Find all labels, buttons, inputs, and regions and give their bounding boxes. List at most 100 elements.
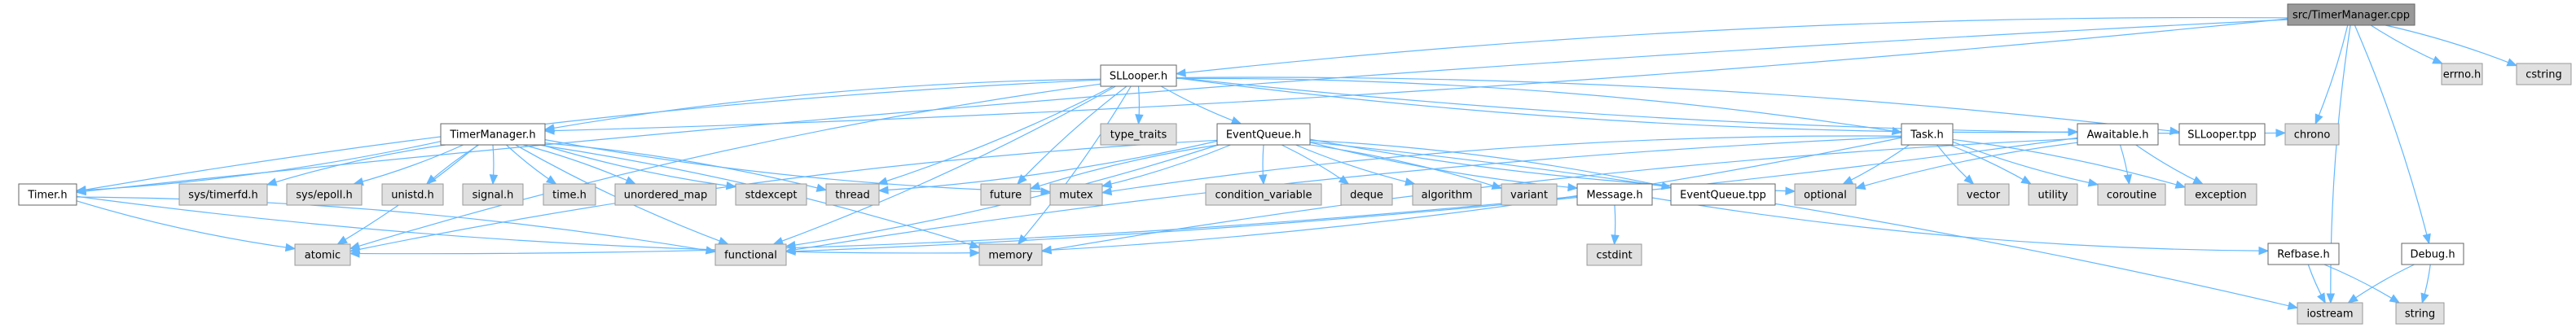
- node-label: deque: [1350, 190, 1383, 202]
- node-timermanager-h[interactable]: TimerManager.h: [440, 123, 546, 146]
- edge-line: [1101, 135, 1902, 194]
- edge-line: [785, 136, 1902, 252]
- node-box: [2441, 63, 2483, 85]
- arrowhead-icon: [1029, 181, 1041, 190]
- edge-line: [2348, 264, 2415, 304]
- node-label: Awaitable.h: [2087, 129, 2149, 142]
- arrowhead-icon: [1963, 174, 1975, 185]
- arrowhead-icon: [725, 181, 737, 190]
- node-eventqueue-h[interactable]: EventQueue.h: [1216, 123, 1311, 146]
- edge-line: [2370, 24, 2443, 64]
- edge-task_h-to-mutex: [1101, 135, 1902, 196]
- arrowhead-icon: [266, 177, 278, 186]
- node-label: errno.h: [2443, 69, 2481, 81]
- edge-line: [544, 18, 2288, 132]
- node-box: [980, 183, 1031, 206]
- edge-line: [878, 140, 1218, 191]
- edge-sllooper_h-to-future: [1017, 85, 1128, 185]
- node-task-h[interactable]: Task.h: [1901, 123, 1954, 146]
- node-sllooper-tpp[interactable]: SLLooper.tpp: [2178, 123, 2266, 146]
- arrowhead-icon: [2123, 173, 2133, 186]
- edge-line: [2135, 144, 2204, 185]
- node-label: cstring: [2525, 69, 2561, 81]
- edge-root-to-chrono: [2314, 24, 2349, 125]
- node-box: [2297, 302, 2363, 325]
- node-debug-h[interactable]: Debug.h: [2401, 243, 2464, 265]
- arrowhead-icon: [2422, 233, 2431, 245]
- node-string: string: [2395, 302, 2445, 325]
- edge-task_h-to-vector: [1936, 144, 1975, 185]
- node-signal-h: signal.h: [462, 183, 524, 206]
- node-root[interactable]: src/TimerManager.cpp: [2287, 3, 2416, 26]
- node-label: signal.h: [473, 190, 514, 202]
- edge-line: [1018, 85, 1132, 245]
- edge-debug_h-to-string: [2420, 264, 2431, 304]
- node-type-traits: type_traits: [1100, 123, 1177, 146]
- node-label: future: [990, 190, 1022, 202]
- arrowhead-icon: [2275, 129, 2287, 138]
- node-optional: optional: [1794, 183, 1857, 206]
- arrowhead-icon: [1101, 186, 1113, 196]
- arrowhead-icon: [2087, 178, 2099, 187]
- node-atomic: atomic: [294, 243, 351, 266]
- edge-line: [1952, 141, 2099, 186]
- arrowhead-icon: [2506, 58, 2518, 67]
- node-box: [462, 183, 524, 206]
- edge-line: [785, 137, 2078, 252]
- node-label: EventQueue.tpp: [1680, 190, 1766, 202]
- node-label: iostream: [2306, 308, 2353, 321]
- node-timer-h[interactable]: Timer.h: [18, 183, 77, 206]
- node-eventqueue-tpp[interactable]: EventQueue.tpp: [1670, 183, 1776, 206]
- node-box: [1100, 123, 1177, 146]
- edge-timer_h-to-functional: [76, 196, 717, 255]
- edge-timermanager_h-to-stdexcept: [541, 144, 737, 190]
- edge-line: [2330, 24, 2351, 304]
- node-box: [1216, 123, 1311, 146]
- node-label: Task.h: [1910, 129, 1943, 142]
- node-label: Message.h: [1586, 190, 1642, 202]
- edge-line: [1030, 144, 1219, 190]
- arrowhead-icon: [1785, 186, 1796, 195]
- edge-line: [1176, 77, 1902, 133]
- edge-timer_h-to-memory: [76, 195, 981, 257]
- edge-line: [1309, 139, 1672, 189]
- node-sys-timerfd-h: sys/timerfd.h: [178, 183, 268, 206]
- node-label: utility: [2038, 190, 2068, 202]
- arrowhead-icon: [489, 174, 499, 186]
- node-exception: exception: [2184, 183, 2257, 206]
- node-cstdint: cstdint: [1586, 243, 1642, 266]
- edge-message_h-to-atomic: [349, 195, 1578, 258]
- edge-awaitable_h-to-memory: [1040, 138, 2078, 255]
- node-condition-variable: condition_variable: [1205, 183, 1322, 206]
- node-sllooper-h[interactable]: SLLooper.h: [1100, 64, 1177, 87]
- edge-timermanager_h-to-time_h: [506, 144, 557, 185]
- arrowhead-icon: [2314, 113, 2323, 125]
- node-refbase-h[interactable]: Refbase.h: [2267, 243, 2340, 265]
- arrowhead-icon: [969, 240, 981, 249]
- node-chrono: chrono: [2284, 123, 2340, 146]
- edge-sllooper_h-to-memory: [1017, 85, 1132, 246]
- node-label: memory: [988, 250, 1033, 262]
- edge-eventqueue_h-to-mutex: [1101, 144, 1231, 189]
- arrowhead-icon: [336, 235, 348, 245]
- edge-sllooper_h-to-thread: [877, 85, 1114, 186]
- node-message-h[interactable]: Message.h: [1576, 183, 1653, 206]
- edge-timermanager_h-to-mutex: [544, 139, 1052, 196]
- edge-line: [1017, 85, 1128, 185]
- edge-message_h-to-cstdint: [1611, 204, 1620, 246]
- edge-line: [506, 144, 556, 185]
- node-box: [714, 243, 787, 266]
- arrowhead-icon: [625, 176, 636, 185]
- edge-line: [773, 85, 1116, 245]
- edge-line: [523, 144, 635, 185]
- edge-eventqueue_h-to-condition_variable: [1258, 144, 1268, 186]
- edge-line: [1041, 137, 1902, 251]
- node-label: TimerManager.h: [449, 129, 535, 142]
- node-unordered-map: unordered_map: [614, 183, 717, 206]
- node-box: [440, 123, 546, 146]
- edge-line: [349, 83, 1101, 250]
- node-box: [2516, 63, 2572, 85]
- arrowhead-icon: [1017, 174, 1027, 185]
- node-awaitable-h[interactable]: Awaitable.h: [2077, 123, 2159, 146]
- node-unistd-h: unistd.h: [381, 183, 444, 206]
